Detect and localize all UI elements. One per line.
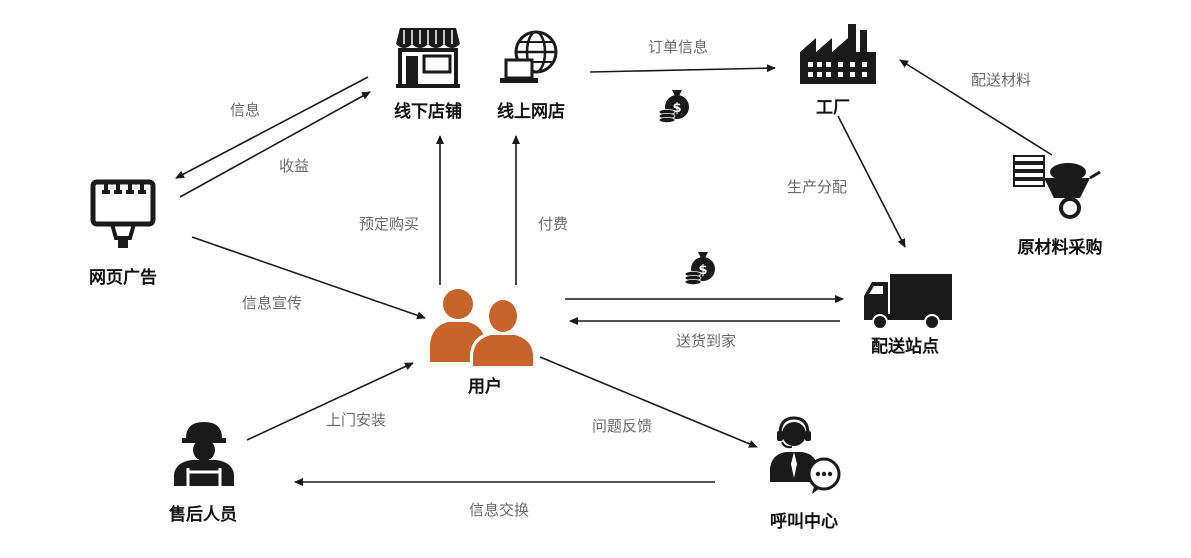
node-raw-material: 原材料采购 (1013, 155, 1103, 258)
edge-supply-material (899, 59, 1053, 156)
node-label-delivery: 配送站点 (871, 336, 939, 357)
edge-label-install: 上门安装 (326, 411, 386, 429)
node-offline-store: 线下店铺 (394, 28, 462, 122)
edge-label-supply-material: 配送材料 (971, 71, 1031, 89)
worker-icon (174, 422, 234, 486)
edge-feedback (539, 356, 758, 448)
edge-label-deliver-home: 送货到家 (676, 332, 736, 350)
edge-install (246, 362, 414, 441)
edge-label-info-exchange: 信息交换 (469, 501, 529, 519)
node-label-raw-material: 原材料采购 (1018, 237, 1103, 258)
money-bag-icon: $ (684, 252, 715, 285)
svg-text:$: $ (698, 263, 707, 278)
globe-laptop-icon (500, 30, 558, 83)
users-icon (430, 289, 536, 368)
node-label-after-sales: 售后人员 (169, 504, 237, 525)
edge-label-ad-info: 信息宣传 (242, 294, 302, 312)
node-call-center: 呼叫中心 (770, 416, 841, 532)
edge-label-pay: 付费 (538, 215, 568, 233)
edge-order-info (589, 64, 776, 73)
node-online-store: 线上网店 (497, 30, 565, 122)
factory-icon (800, 24, 876, 84)
billboard-icon (90, 179, 156, 248)
node-label-call-center: 呼叫中心 (770, 511, 838, 532)
edge-ad-info (191, 236, 426, 320)
edge-info (175, 76, 369, 179)
edge-label-revenue: 收益 (279, 157, 309, 175)
node-label-offline-store: 线下店铺 (394, 101, 462, 122)
node-label-online-store: 线上网店 (497, 101, 565, 122)
node-label-factory: 工厂 (816, 98, 850, 118)
edge-label-reserve: 预定购买 (359, 215, 419, 233)
svg-text:$: $ (672, 101, 681, 116)
node-label-web-ad: 网页广告 (89, 267, 157, 288)
edge-production (837, 115, 906, 248)
storefront-icon (396, 28, 460, 88)
node-delivery: 配送站点 (864, 274, 952, 357)
headset-operator-icon (770, 416, 841, 494)
edge-revenue (179, 91, 371, 198)
node-user: 用户 (430, 289, 536, 397)
edge-label-info: 信息 (230, 101, 260, 119)
node-factory: 工厂 (800, 24, 876, 118)
edge-label-feedback: 问题反馈 (592, 417, 652, 435)
truck-icon (864, 274, 952, 330)
money-bag-icon: $ (658, 90, 689, 123)
node-label-user: 用户 (468, 376, 502, 397)
edge-label-order-info: 订单信息 (648, 38, 708, 56)
edge-label-production: 生产分配 (787, 178, 847, 196)
node-after-sales: 售后人员 (169, 422, 237, 525)
node-web-ad: 网页广告 (89, 179, 157, 288)
wheelbarrow-icon (1013, 155, 1101, 219)
